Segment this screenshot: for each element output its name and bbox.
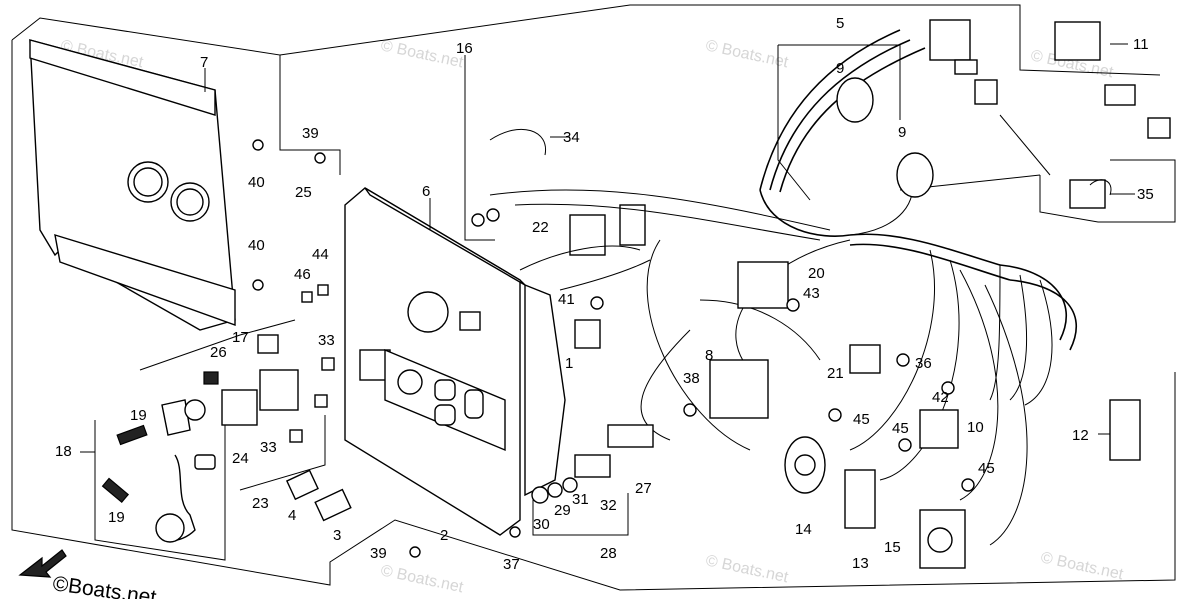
callout-label: 36 [915,355,932,372]
callout-label: 22 [532,219,549,236]
callout-label: 4 [288,507,296,524]
callout-label: 41 [558,291,575,308]
callout-label: 40 [248,237,265,254]
callout-label: 19 [130,407,147,424]
watermark: © Boats.net [379,37,465,71]
callout-label: 32 [600,497,617,514]
callout-label: 23 [252,495,269,512]
callout-label: 31 [572,491,589,508]
callout-label: 29 [554,502,571,519]
callout-label: 30 [533,516,550,533]
control-panel [344,187,566,536]
callout-label: 45 [978,460,995,477]
callout-label: 6 [422,183,430,200]
callout-label: 33 [260,439,277,456]
callout-label: 25 [295,184,312,201]
callout-label: 5 [836,15,844,32]
callout-label: 40 [248,174,265,191]
callout-label: 21 [827,365,844,382]
group-outlines [11,4,1176,591]
callout-label: 45 [892,420,909,437]
callout-label: 9 [898,124,906,141]
front-components [101,204,646,543]
callout-label: 38 [683,370,700,387]
callout-label: 35 [1137,186,1154,203]
leader-lines [80,43,1135,453]
callout-label: 39 [370,545,387,562]
callout-label: 39 [302,125,319,142]
callout-label: 11 [1133,36,1149,53]
callout-label: 18 [55,443,72,460]
callout-label: 1 [565,355,573,372]
callout-label: 24 [232,450,249,467]
callout-label: 34 [563,129,580,146]
wiring-harness [489,19,1171,546]
watermark: © Boats.net [1039,549,1125,583]
boats-net-logo: ©Boats.net [51,572,158,599]
callout-label: 16 [456,40,473,57]
direction-arrow-icon [18,549,67,578]
callout-label: 10 [967,419,984,436]
callout-label: 15 [884,539,901,556]
watermark: © Boats.net [704,552,790,586]
callout-label: 43 [803,285,820,302]
callout-label: 20 [808,265,825,282]
callout-label: 3 [333,527,341,544]
shroud-panel [29,39,236,331]
callout-label: 45 [853,411,870,428]
callout-label: 33 [318,332,335,349]
callout-label: 17 [232,329,249,346]
callout-label: 37 [503,556,520,573]
callout-label: 28 [600,545,617,562]
callout-label: 8 [705,347,713,364]
callout-labels: 1 2 3 4 5 6 7 8 9 9 10 11 12 13 14 15 16… [55,15,1154,573]
watermark: © Boats.net [379,562,465,596]
callout-label: 7 [200,54,208,71]
callout-label: 12 [1072,427,1089,444]
callout-label: 14 [795,521,812,538]
callout-label: 2 [440,527,448,544]
callout-label: 42 [932,389,949,406]
callout-label: 9 [836,60,844,77]
right-components [252,128,1141,569]
callout-label: 26 [210,344,227,361]
callout-label: 13 [852,555,869,572]
watermark: © Boats.net [704,37,790,71]
callout-label: 19 [108,509,125,526]
callout-label: 46 [294,266,311,283]
callout-label: 44 [312,246,329,263]
callout-label: 27 [635,480,652,497]
